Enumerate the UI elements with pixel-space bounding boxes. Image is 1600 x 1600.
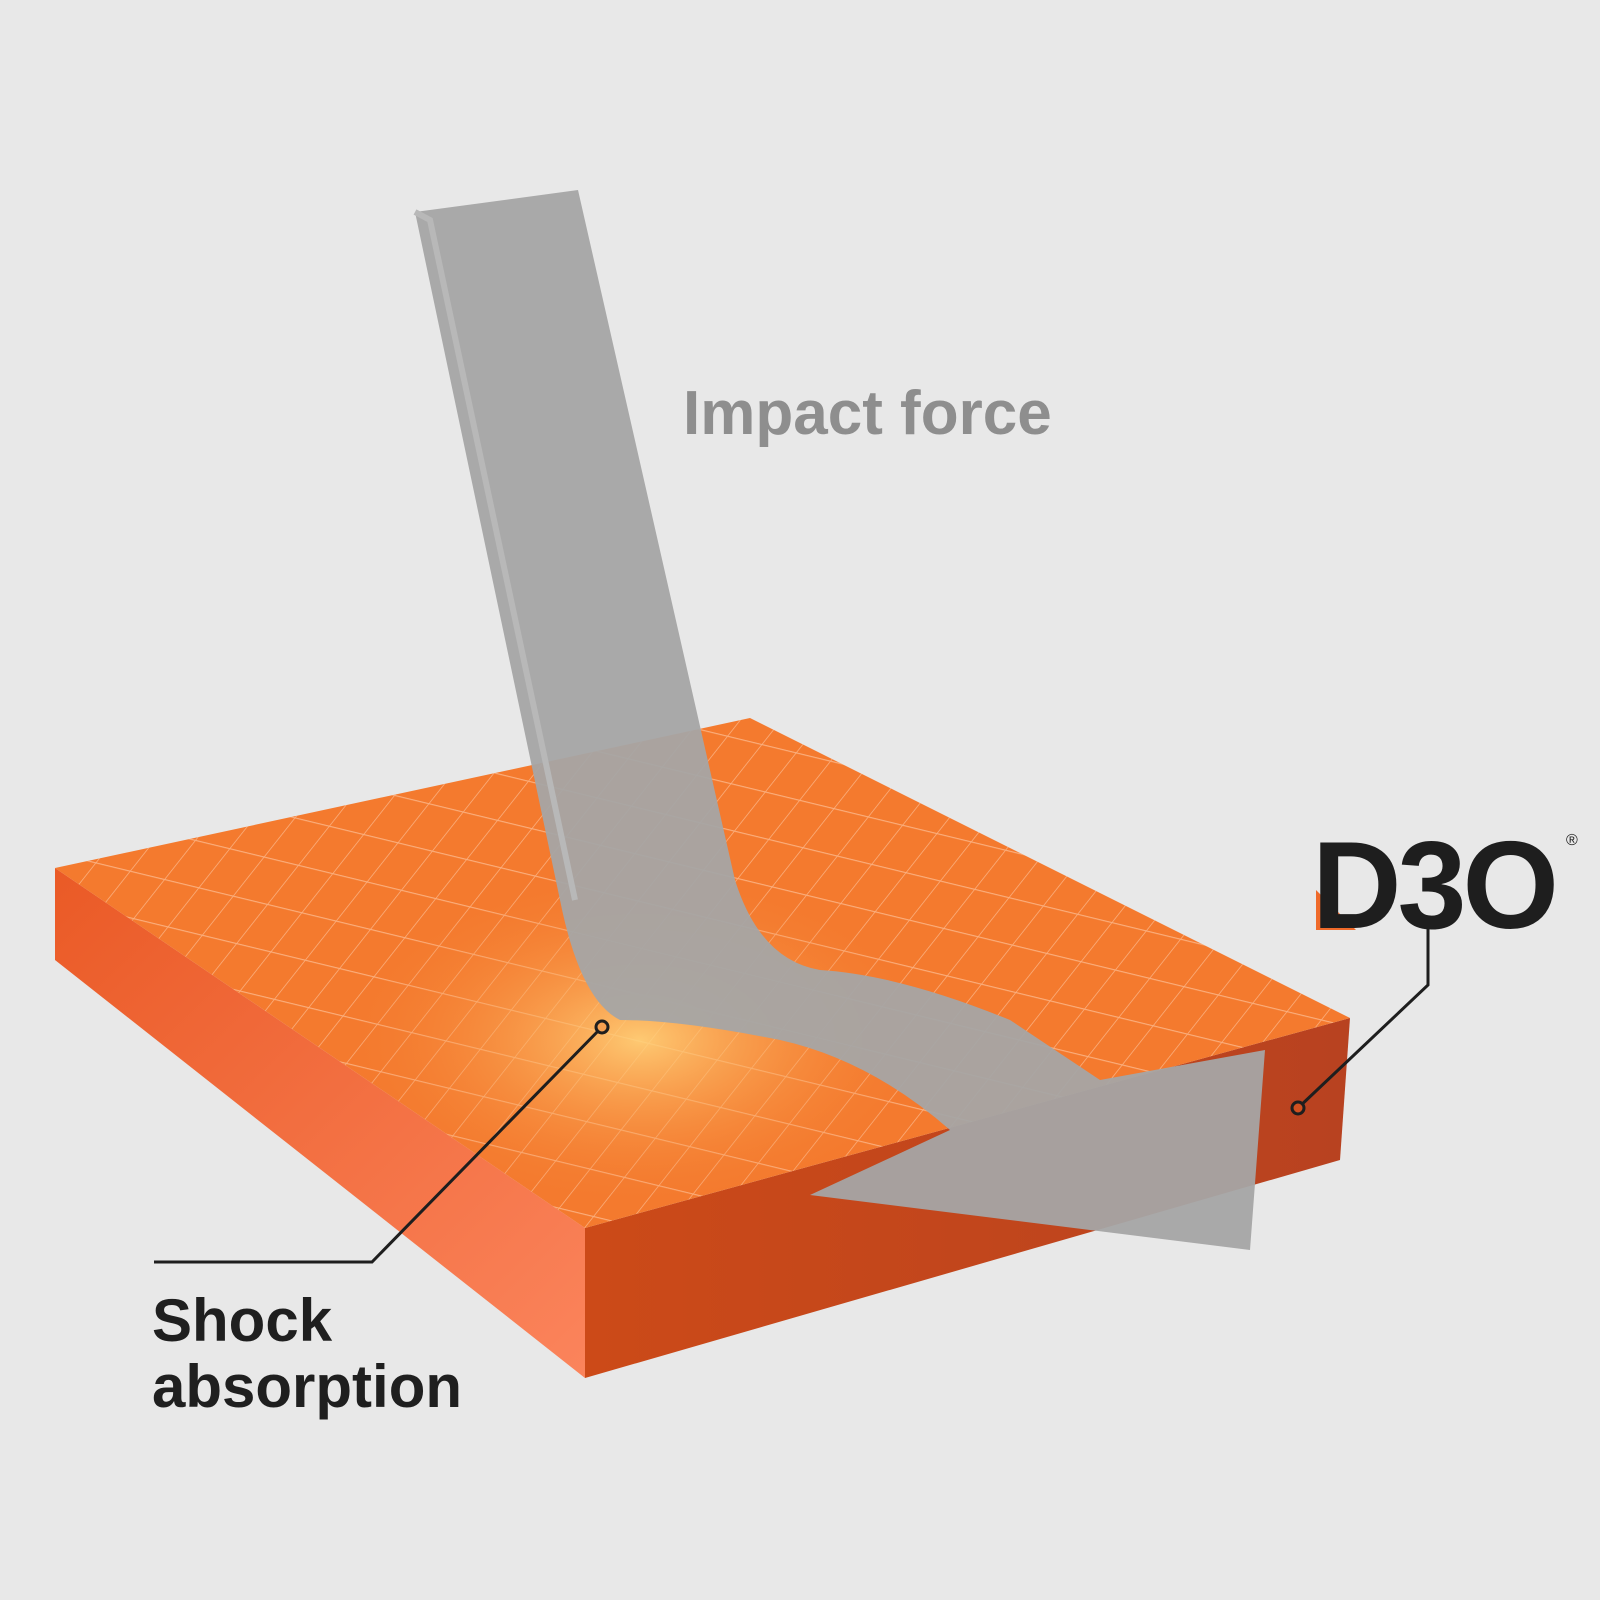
logo-accent-triangle — [1316, 890, 1356, 930]
impact-force-arrow — [415, 190, 1265, 1250]
shock-absorption-label: Shock absorption — [152, 1288, 462, 1420]
registered-mark: ® — [1566, 832, 1578, 849]
d3o-callout-line — [1296, 925, 1430, 1110]
d3o-logo: D3O — [1312, 817, 1559, 955]
impact-glow — [340, 870, 940, 1210]
shock-label-line1: Shock — [152, 1287, 333, 1354]
slab-front-face — [55, 868, 585, 1378]
d3o-callout-dot — [1290, 1100, 1306, 1116]
shock-callout-dot — [594, 1019, 610, 1035]
shock-label-line2: absorption — [152, 1353, 462, 1420]
impact-force-label: Impact force — [683, 379, 1052, 448]
shock-absorption-callout-line — [154, 1025, 604, 1264]
